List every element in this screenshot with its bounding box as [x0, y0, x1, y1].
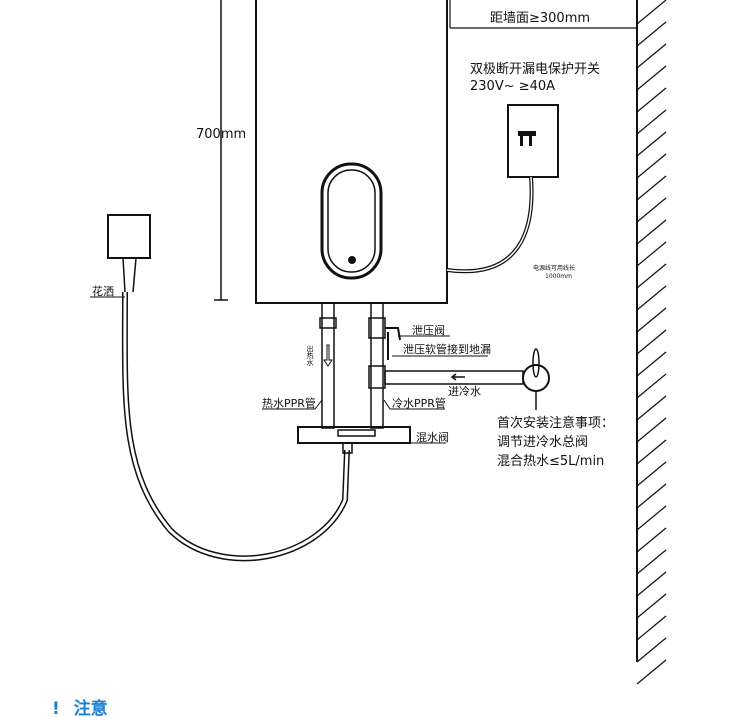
- wall-hatch-line: [636, 571, 667, 597]
- instruction-2: 调节进冷水总阀: [497, 435, 588, 450]
- wall: [636, 0, 667, 685]
- wall-hatch-line: [636, 21, 667, 47]
- wall-hatch-line: [636, 461, 667, 487]
- cold-pipe-label: 冷水PPR管: [392, 396, 446, 410]
- wall-hatch-line: [636, 285, 667, 311]
- shower-label: 花洒: [92, 285, 114, 298]
- shower-head: [107, 214, 350, 562]
- mixer-label: 混水阀: [416, 430, 449, 444]
- wall-hatch-line: [636, 219, 667, 245]
- leakage-switch: [446, 104, 559, 274]
- cold-in-label: 进冷水: [448, 385, 481, 398]
- mixer-valve: [297, 426, 411, 454]
- hot-pipe: [319, 302, 337, 429]
- wall-hatch-line: [636, 0, 667, 25]
- instruction-1: 首次安装注意事项：: [497, 415, 614, 431]
- wall-hatch-line: [636, 395, 667, 421]
- cable-length-label: 电源线可用线长: [533, 264, 575, 272]
- wall-hatch-line: [636, 439, 667, 465]
- wall-hatch-line: [636, 131, 667, 157]
- wall-hatch-line: [636, 527, 667, 553]
- wall-hatch-line: [636, 483, 667, 509]
- wall-hatch-line: [636, 241, 667, 267]
- wall-hatch-line: [636, 263, 667, 289]
- switch-rating: 230V~ ≥40A: [470, 79, 555, 94]
- relief-hose-label: 泄压软管接到地漏: [403, 342, 491, 356]
- wall-hatch-line: [636, 197, 667, 223]
- wall-hatch-line: [636, 43, 667, 69]
- hot-pipe-label: 热水PPR管: [262, 396, 316, 410]
- cable-length-value: 1000mm: [545, 273, 572, 280]
- wall-hatch-line: [636, 329, 667, 355]
- wall-hatch-line: [636, 659, 667, 685]
- wall-hatch-line: [636, 505, 667, 531]
- instruction-3: 混合热水≤5L/min: [497, 454, 604, 469]
- wall-hatch-line: [636, 593, 667, 619]
- wall-distance-label: 距墙面≥300mm: [490, 11, 590, 26]
- wall-hatch-line: [636, 373, 667, 399]
- notice-heading: ! 注意: [52, 694, 108, 717]
- notice-title: 注意: [73, 699, 108, 717]
- hot-out-label: 出热水: [306, 344, 314, 366]
- wall-hatch-line: [636, 153, 667, 179]
- wall-hatch-line: [636, 175, 667, 201]
- wall-hatch-line: [636, 637, 667, 663]
- wall-hatch-line: [636, 87, 667, 113]
- relief-valve-label: 泄压阀: [412, 323, 445, 337]
- wall-hatch-line: [636, 65, 667, 91]
- wall-hatch-line: [636, 351, 667, 377]
- wall-hatch-line: [636, 307, 667, 333]
- water-heater: [255, 0, 448, 304]
- exclamation-icon: !: [52, 699, 60, 717]
- wall-hatch-line: [636, 417, 667, 443]
- height-label: 700mm: [196, 127, 246, 142]
- wall-hatch-line: [636, 549, 667, 575]
- wall-hatch-line: [636, 109, 667, 135]
- switch-label: 双极断开漏电保护开关: [470, 61, 600, 77]
- wall-hatch-line: [636, 615, 667, 641]
